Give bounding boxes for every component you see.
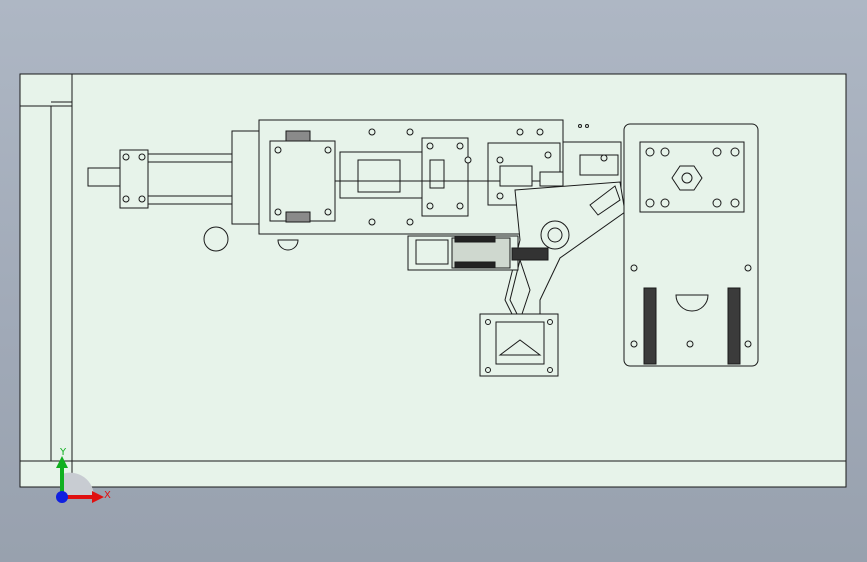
y-axis-head <box>56 456 68 468</box>
support-block[interactable] <box>623 123 759 367</box>
y-axis-label: Y <box>59 447 67 458</box>
x-axis-head <box>92 491 104 503</box>
z-axis-dot <box>56 491 68 503</box>
gripper[interactable] <box>407 235 549 271</box>
coordinate-triad: Y X <box>56 447 111 503</box>
x-axis-label: X <box>104 490 111 501</box>
triad-shadow <box>62 472 95 497</box>
lower-clamp[interactable] <box>479 313 559 377</box>
loose-hardware <box>203 124 589 252</box>
